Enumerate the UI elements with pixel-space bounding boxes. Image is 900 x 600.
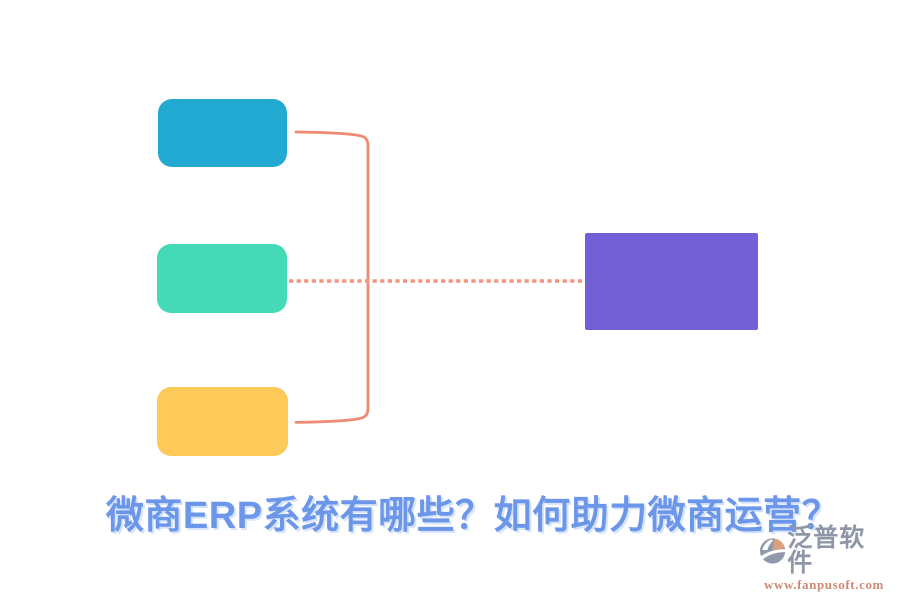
brand-name: 泛普软件 bbox=[787, 524, 866, 577]
node-bottom-box bbox=[157, 387, 288, 456]
diagram-title: 微商ERP系统有哪些？如何助力微商运营？ bbox=[105, 495, 841, 537]
node-right-box bbox=[585, 233, 758, 330]
watermark-row: 泛普软件 bbox=[760, 526, 888, 576]
brand-url: www.fanpusoft.com bbox=[764, 577, 884, 592]
brand-watermark: 泛普软件 www.fanpusoft.com bbox=[760, 526, 888, 593]
node-top-box bbox=[158, 99, 287, 167]
node-middle-box bbox=[157, 244, 287, 313]
bracket-connector-line bbox=[294, 130, 370, 424]
fanpu-logo-icon bbox=[760, 538, 786, 564]
